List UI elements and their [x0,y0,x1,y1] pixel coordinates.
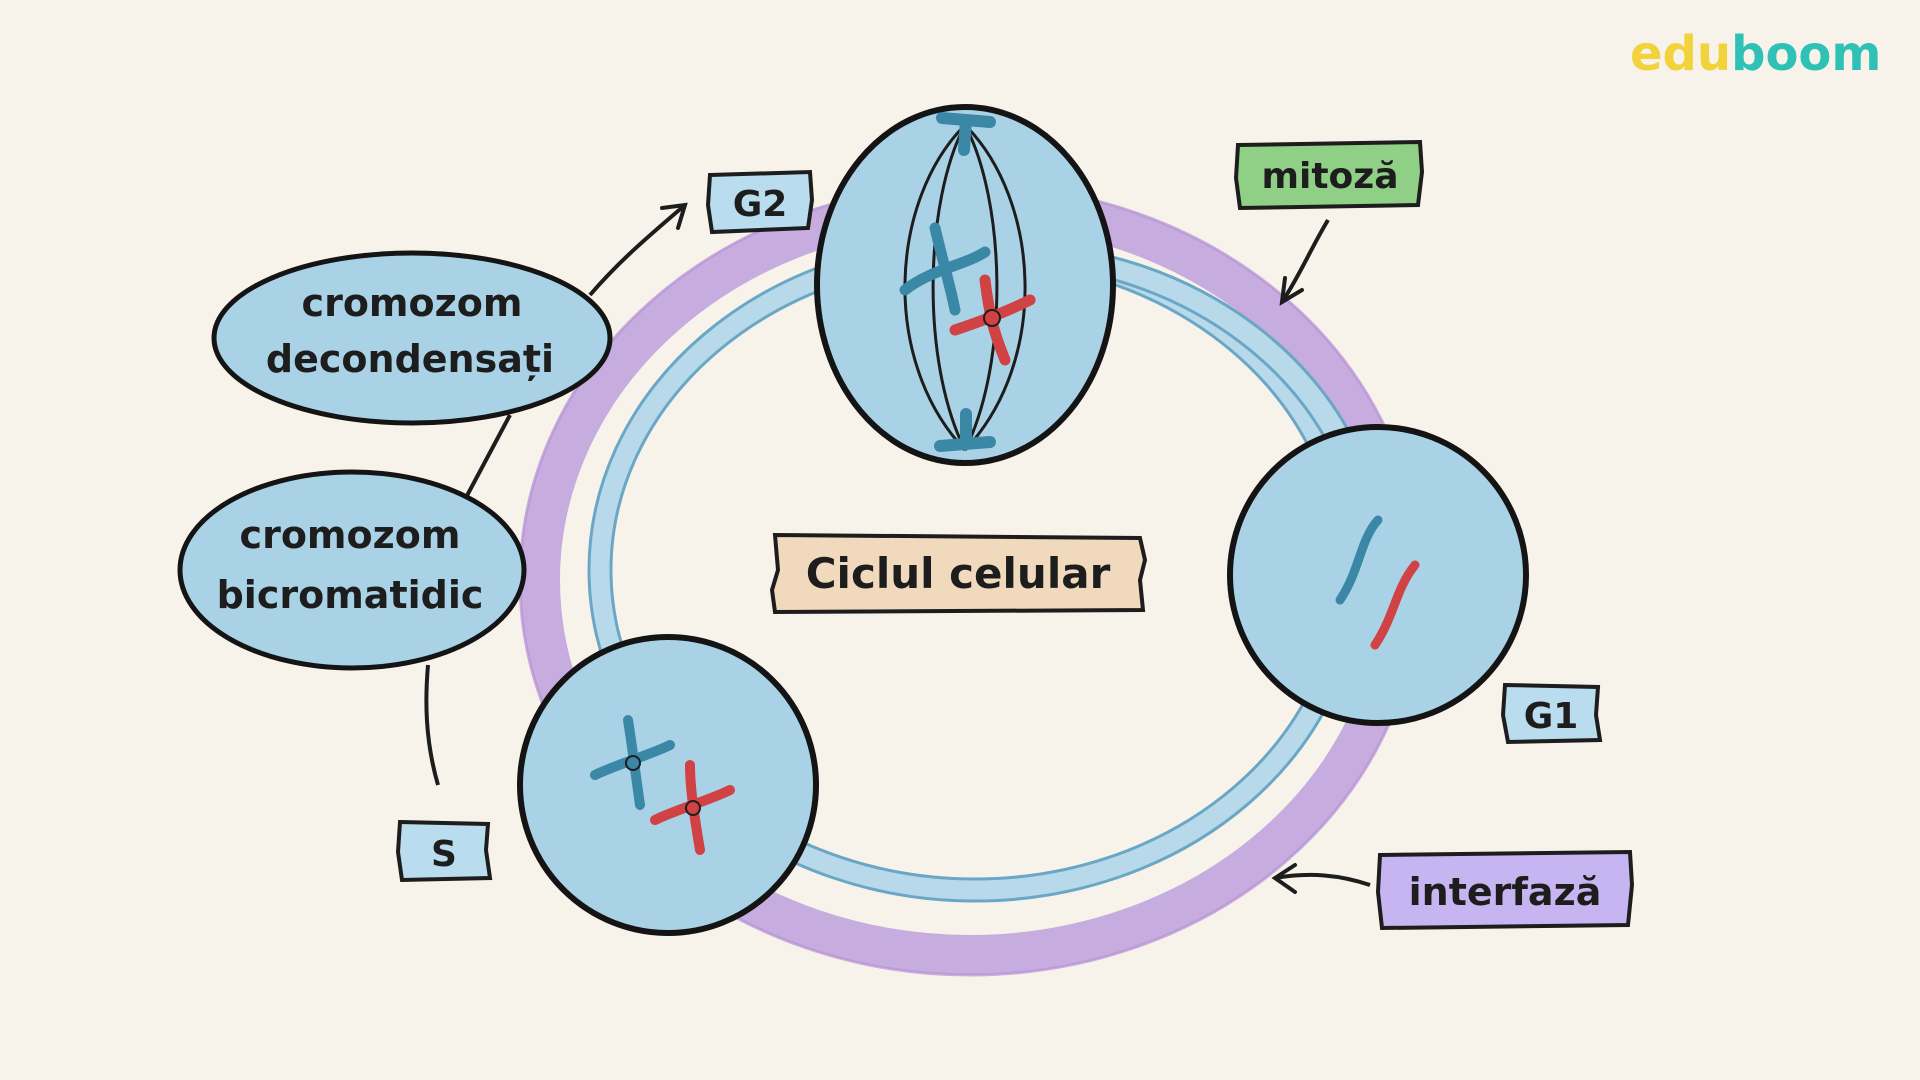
brand-logo-part2: boom [1731,26,1881,82]
mitosis-chromosome-blue [899,222,991,316]
g2-label: G2 [733,184,788,225]
s-chromosome-red [650,760,735,855]
mitosis-ring-edge-1 [1099,252,1358,446]
bubble-decondensed-line1: cromozom [302,281,523,325]
center-title: Ciclul celular [806,549,1111,598]
bubbles-connector-line [460,414,512,506]
interphase-label: interfază [1409,870,1602,914]
g1-cell [1227,424,1529,726]
interphase-tag: interfază [1375,849,1635,931]
centriole-bottom-icon [934,408,996,452]
bubble-bichromatid-line2: bicromatidic [217,573,484,617]
bubble-bichromatid: cromozom bicromatidic [177,469,527,671]
mitosis-label: mitoză [1261,156,1398,197]
bubble-decondensed-line2: decondensați [266,337,554,381]
s-phase-cell [517,634,819,936]
decondensed-to-g2-arrow-icon [588,203,687,297]
bubble-bichromatid-line1: cromozom [240,513,461,557]
decondensed-to-g2-arrow-head-icon [660,202,688,230]
s-tag: S [395,819,493,883]
brand-logo-part1: edu [1630,26,1731,82]
s-to-bichromatid-line [424,664,440,786]
mitosis-arrow-icon [1280,218,1330,304]
mitosis-ring-edge-2 [1099,274,1336,456]
mitosis-chromosome-red [949,274,1036,366]
centriole-top-icon [936,112,996,156]
g1-chromosome-red [1370,560,1420,650]
interphase-arrow-head-icon [1271,863,1297,894]
mitosis-ring-segment [1097,254,1355,455]
g1-chromosome-blue [1335,515,1383,605]
g2-tag: G2 [705,169,815,235]
mitosis-tag: mitoză [1233,139,1425,211]
bubble-decondensed: cromozom decondensați [211,250,613,426]
center-title-tag: Ciclul celular [769,532,1148,615]
g1-label: G1 [1524,696,1579,737]
g1-tag: G1 [1500,682,1603,745]
brand-logo: eduboom [1630,26,1881,82]
s-chromosome-blue [590,715,675,810]
s-label: S [431,834,457,875]
ring-mask [990,150,1480,520]
mitosis-arrow-head-icon [1279,276,1304,306]
interphase-arrow-icon [1274,872,1371,887]
mitosis-cell [814,104,1116,466]
